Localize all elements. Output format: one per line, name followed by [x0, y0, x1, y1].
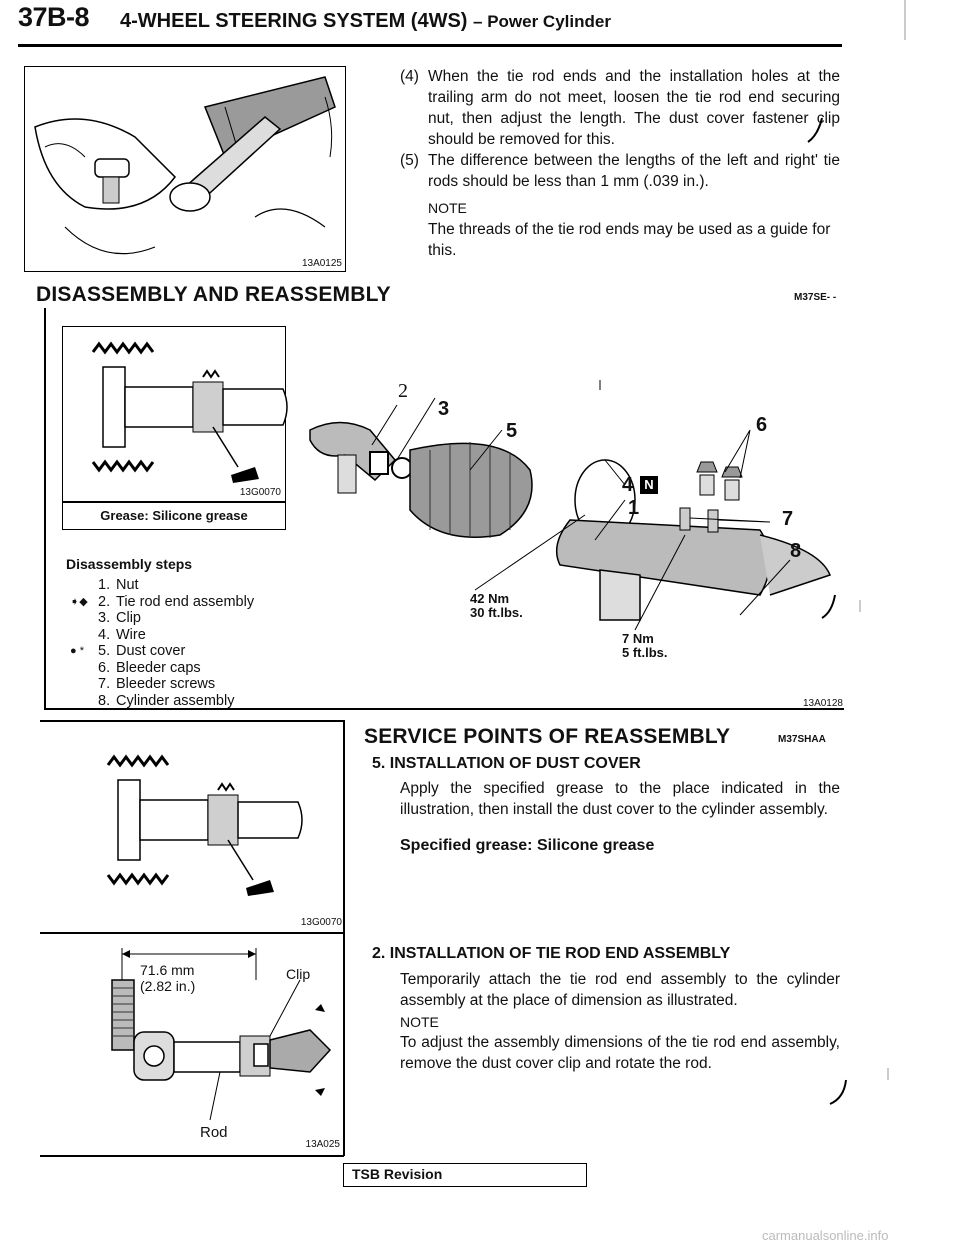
step-label: Tie rod end assembly: [116, 593, 255, 610]
torque-bleeder: 7 Nm 5 ft.lbs.: [622, 632, 668, 660]
callout-4: 4: [622, 474, 634, 496]
top-figure-code: 13A0125: [301, 258, 342, 269]
intro-note-label: NOTE: [428, 200, 467, 216]
torque-bleeder-ftlbs: 5 ft.lbs.: [622, 645, 668, 660]
step-label: Bleeder screws: [116, 676, 216, 692]
page-title-main: 4-WHEEL STEERING SYSTEM (4WS): [120, 10, 468, 32]
tie-rod-dimension-mm: 71.6 mm: [140, 962, 195, 978]
step-number: 7.: [98, 676, 111, 692]
callout-5: 5: [506, 420, 518, 442]
torque-tie-rod: 42 Nm 30 ft.lbs.: [470, 592, 523, 620]
disassembly-step: 8. Cylinder assembly: [70, 693, 254, 710]
step-label: Wire: [116, 626, 146, 643]
page-subtitle: – Power Cylinder: [473, 12, 611, 31]
torque-bleeder-nm: 7 Nm: [622, 631, 654, 646]
grease-figure-2-code: 13G0070: [300, 917, 342, 928]
power-cylinder-exploded-illustration: [309, 380, 831, 631]
step-label: Dust cover: [116, 643, 186, 659]
dust-cover-title: 5. INSTALLATION OF DUST COVER: [372, 755, 641, 772]
step-number: 5.: [98, 643, 111, 659]
tsb-revision-label: TSB Revision: [352, 1166, 443, 1182]
callout-6: 6: [756, 414, 768, 436]
step-marker: ● *: [70, 645, 84, 657]
exploded-diagram: 2 3 5 6 4 N 1 7 8 42 Nm 30 ft.lbs. 7 Nm …: [300, 360, 845, 709]
rod-label: Rod: [200, 1124, 228, 1141]
dust-cover-text: Apply the specified grease to the place …: [400, 780, 840, 818]
disassembly-step: 6. Bleeder caps: [70, 660, 254, 677]
clip-label: Clip: [286, 966, 311, 982]
intro-step-5: (5) The difference between the lengths o…: [400, 150, 840, 192]
grease-figure-2: 13G0070: [60, 740, 342, 930]
service-fig-right-rule: [343, 720, 345, 1156]
service-points-title: SERVICE POINTS OF REASSEMBLY: [364, 725, 731, 748]
disassembly-steps-heading: Disassembly steps: [66, 556, 193, 572]
disassembly-code: M37SE- -: [794, 292, 837, 303]
service-fig-mid-rule: [40, 932, 344, 934]
grease-figure-box: 13G0070 Grease: Silicone grease: [62, 326, 288, 530]
service-fig-bottom-rule: [40, 1155, 344, 1157]
tie-rod-dimension-figure: 71.6 mm (2.82 in.) Clip Rod 13A025: [60, 940, 344, 1152]
intro-step-4-num: (4): [400, 68, 419, 85]
tie-rod-wrench-illustration: [34, 76, 336, 255]
step-number: 8.: [98, 692, 111, 709]
intro-step-4: (4) When the tie rod ends and the instal…: [400, 66, 840, 150]
tie-rod-dimension-figure-code: 13A025: [305, 1139, 340, 1150]
step-marker: ➧◆: [70, 595, 88, 608]
dust-cover-spec: Specified grease: Silicone grease: [400, 837, 655, 854]
tie-rod-dimension-illustration: [111, 948, 332, 1121]
tie-rod-install-note-label: NOTE: [400, 1014, 439, 1030]
service-fig-top-rule: [40, 720, 344, 722]
page-title: 4-WHEEL STEERING SYSTEM (4WS) – Power Cy…: [120, 10, 611, 33]
step-number: 4.: [98, 626, 111, 643]
step-label: Nut: [116, 577, 139, 593]
grease-application-illustration-2: [106, 754, 303, 896]
callout-2: 2: [398, 380, 408, 402]
tie-rod-install-text: Temporarily attach the tie rod end assem…: [400, 971, 840, 1009]
grease-application-illustration: [91, 341, 288, 483]
callout-3: 3: [438, 398, 450, 420]
disassembly-step: ➧◆ 2. Tie rod end assembly: [70, 594, 254, 611]
grease-caption-rule: [63, 501, 285, 503]
step-number: 3.: [98, 610, 111, 626]
page-code: 37B-8: [18, 2, 90, 32]
torque-tie-rod-nm: 42 Nm: [470, 591, 510, 606]
grease-figure-code: 13G0070: [239, 487, 281, 498]
step-number: 6.: [98, 659, 111, 676]
disassembly-step: 7. Bleeder screws: [70, 676, 254, 693]
disassembly-left-rule: [44, 308, 46, 708]
intro-steps: (4) When the tie rod ends and the instal…: [400, 66, 840, 261]
tie-rod-dimension-in: (2.82 in.): [140, 978, 196, 994]
header-rule: [18, 44, 842, 47]
disassembly-title: DISASSEMBLY AND REASSEMBLY: [36, 283, 391, 306]
exploded-diagram-code: 13A0128: [802, 698, 843, 709]
tie-rod-install-title: 2. INSTALLATION OF TIE ROD END ASSEMBLY: [372, 945, 731, 962]
step-number: 1.: [98, 577, 111, 593]
callout-7: 7: [782, 508, 794, 530]
disassembly-step: ● * 5. Dust cover: [70, 643, 254, 660]
intro-step-4-text: When the tie rod ends and the installati…: [428, 68, 840, 148]
torque-tie-rod-ftlbs: 30 ft.lbs.: [470, 605, 523, 620]
disassembly-bottom-rule: [44, 708, 844, 710]
callout-8: 8: [790, 540, 802, 562]
step-number: 2.: [98, 593, 111, 610]
step-label: Clip: [116, 610, 141, 626]
step-label: Bleeder caps: [116, 659, 201, 676]
intro-note-text: The threads of the tie rod ends may be u…: [428, 221, 831, 259]
disassembly-steps-list: 1. Nut ➧◆ 2. Tie rod end assembly 3. Clip 4. Wir…: [70, 577, 254, 709]
watermark: carmanualsonline.info: [762, 1228, 889, 1243]
intro-step-5-num: (5): [400, 152, 419, 169]
disassembly-step: 1. Nut: [70, 577, 254, 594]
service-points-code: M37SHAA: [778, 734, 826, 745]
tie-rod-install-note-text: To adjust the assembly dimensions of the…: [400, 1034, 840, 1072]
tsb-revision-box: TSB Revision: [343, 1163, 587, 1187]
disassembly-step: 4. Wire: [70, 627, 254, 644]
tie-rod-adjust-figure: 13A0125: [24, 66, 346, 272]
step-label: Cylinder assembly: [116, 692, 235, 709]
callout-1: 1: [628, 497, 640, 519]
disassembly-step: 3. Clip: [70, 610, 254, 627]
grease-caption: Grease: Silicone grease: [100, 508, 248, 523]
intro-step-5-text: The difference between the lengths of th…: [428, 152, 840, 190]
callout-n-badge: N: [640, 476, 658, 494]
